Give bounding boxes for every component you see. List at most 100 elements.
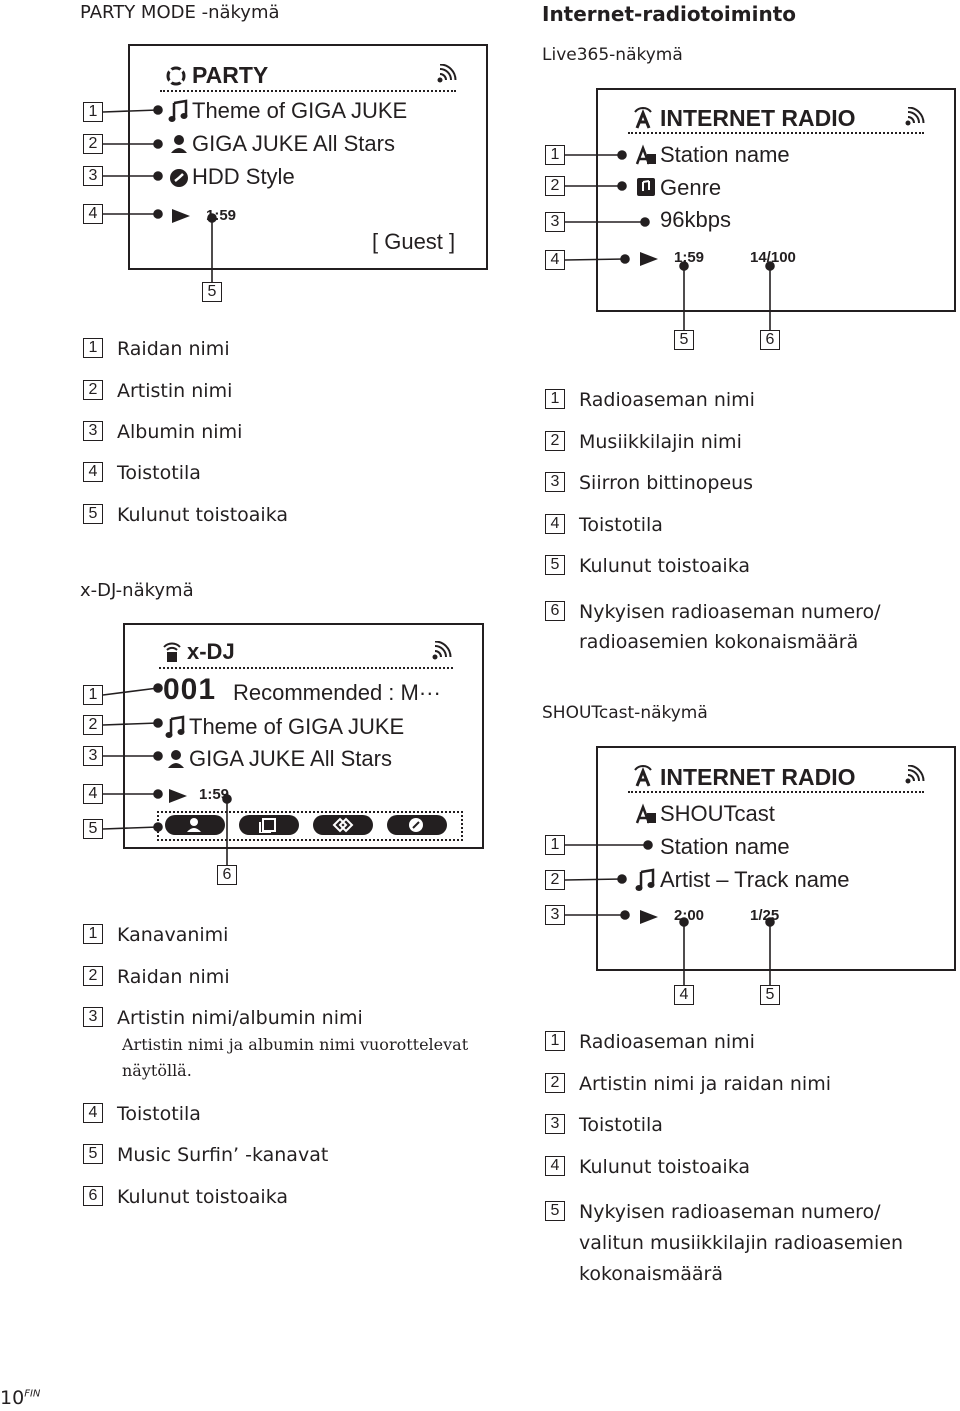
callout-5: 5 [674,330,694,350]
note-icon [168,99,188,122]
mix-icon [332,817,354,833]
callout-4: 4 [83,204,103,224]
note-icon [165,715,185,738]
radio-heading: Internet-radiotoiminto [542,2,796,26]
callout-6: 6 [760,330,780,350]
callout-5: 5 [202,282,222,302]
party-artist: GIGA JUKE All Stars [192,131,395,156]
artist-icon [168,750,184,768]
station-icon [635,803,656,824]
play-icon [640,252,658,266]
artist-icon [187,818,201,832]
callout-5: 5 [83,819,103,839]
live365-bitrate: 96kbps [660,207,731,232]
note-icon [635,868,655,891]
artist-icon [171,135,187,153]
library-icon [259,818,276,833]
play-icon [169,789,187,803]
xdj-legend-3-note: Artistin nimi ja albumin nimi vuorottele… [122,1035,469,1080]
internet-radio-icon [634,107,652,129]
xdj-channel-number: 001 [163,673,217,706]
live365-count: 14/100 [750,249,796,266]
shoutcast-station: Station name [660,834,790,859]
live365-display: INTERNET RADIO Station name Genre 96kbps… [596,88,956,312]
live365-heading: Live365-näkymä [542,45,683,65]
signal-icon [432,641,452,660]
xdj-mode-title: x-DJ [187,639,235,664]
callout-1: 1 [545,145,565,165]
shoutcast-artist-track: Artist – Track name [660,867,850,892]
album-icon [170,169,188,187]
callout-4: 4 [545,250,565,270]
party-heading: PARTY MODE -näkymä [80,2,280,23]
shoutcast-service: SHOUTcast [660,801,775,826]
party-display: PARTY Theme of GIGA JUKE GIGA JUKE All S… [128,44,488,270]
play-icon [640,910,658,924]
xdj-display: x-DJ 001 Recommended : M··· Theme of GIG… [123,623,484,849]
xdj-track: Theme of GIGA JUKE [189,714,405,739]
callout-3: 3 [545,212,565,232]
shoutcast-heading: SHOUTcast-näkymä [542,703,708,723]
xdj-heading: x-DJ-näkymä [80,580,194,601]
party-mode-title: PARTY [192,62,269,88]
party-track: Theme of GIGA JUKE [192,98,408,123]
channel-album-pill[interactable] [387,815,447,835]
callout-3: 3 [83,746,103,766]
party-album: HDD Style [192,164,295,189]
play-icon [172,209,190,223]
callout-2: 2 [83,134,103,154]
callout-1: 1 [83,685,103,705]
live365-genre: Genre [660,175,722,200]
callout-4: 4 [674,985,694,1005]
callout-2: 2 [545,870,565,890]
callout-6: 6 [217,865,237,885]
live365-station: Station name [660,142,790,167]
signal-icon [905,765,925,784]
album-icon [409,818,423,832]
genre-icon [637,178,655,196]
channel-artist-pill[interactable] [165,815,225,835]
live365-time: 1:59 [674,249,705,266]
xdj-artist: GIGA JUKE All Stars [189,746,392,771]
callout-5: 5 [760,985,780,1005]
channel-list-pill[interactable] [239,815,299,835]
callout-2: 2 [545,176,565,196]
callout-3: 3 [545,905,565,925]
callout-1: 1 [83,102,103,122]
signal-icon [437,64,457,83]
party-icon [166,66,186,86]
page-number: 10FIN [0,1387,41,1409]
xdj-channel-name: Recommended : M··· [233,680,441,705]
internet-radio-icon [634,765,652,787]
callout-4: 4 [83,784,103,804]
shoutcast-display: INTERNET RADIO SHOUTcast Station name Ar… [596,746,956,971]
callout-2: 2 [83,715,103,735]
xdj-time: 1:59 [199,786,230,803]
callout-1: 1 [545,835,565,855]
signal-icon [905,107,925,126]
channel-mix-pill[interactable] [313,815,373,835]
xdj-icon [163,642,181,662]
